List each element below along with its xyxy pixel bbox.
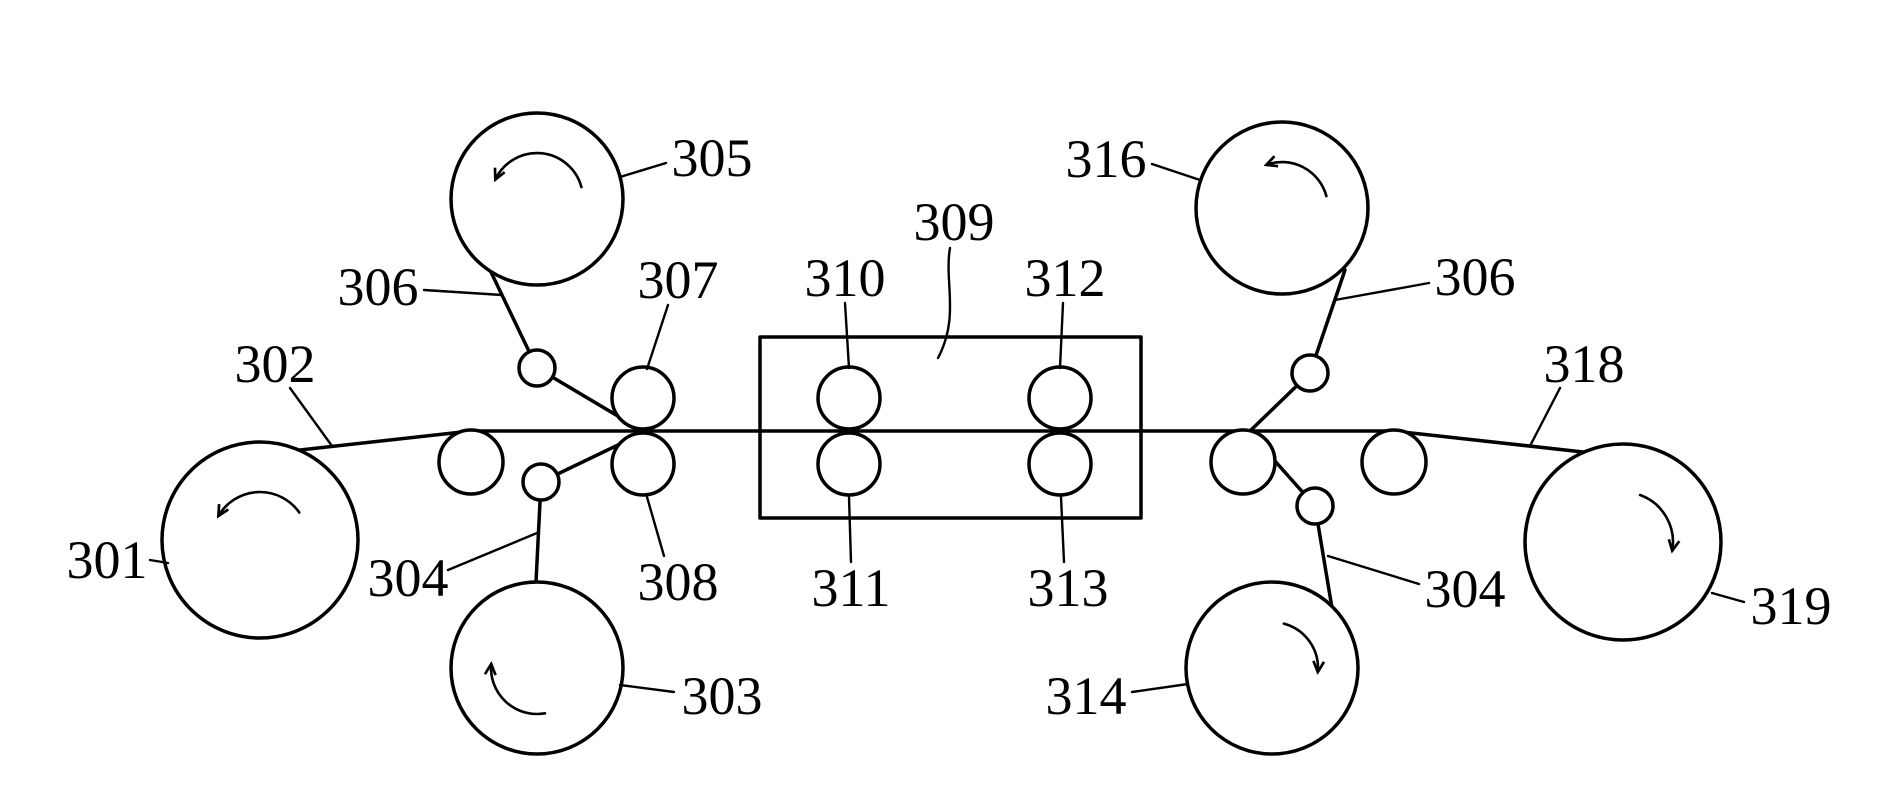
label-306-right: 306 bbox=[1435, 247, 1516, 307]
label-312: 312 bbox=[1025, 248, 1106, 308]
leader-312 bbox=[1058, 301, 1065, 370]
leader-316 bbox=[1150, 162, 1202, 182]
leader-302 bbox=[288, 386, 334, 448]
roll-301 bbox=[160, 440, 360, 640]
bend-roller-upper-right bbox=[1290, 353, 1330, 393]
roll-305 bbox=[449, 111, 625, 287]
leader-303 bbox=[618, 683, 676, 694]
nip-roller-307 bbox=[610, 365, 676, 431]
rotation-arrow-cw-319 bbox=[1638, 493, 1673, 551]
leader-305 bbox=[618, 161, 668, 179]
roll-319 bbox=[1523, 442, 1723, 642]
leader-304-left bbox=[446, 531, 539, 572]
label-319: 319 bbox=[1751, 576, 1832, 636]
label-306-left: 306 bbox=[338, 257, 419, 317]
bend-roller-upper-left bbox=[517, 348, 557, 388]
rollers bbox=[160, 111, 1723, 756]
leader-309 bbox=[936, 246, 952, 360]
leader-313 bbox=[1059, 495, 1066, 564]
label-310: 310 bbox=[805, 248, 886, 308]
label-307: 307 bbox=[638, 250, 719, 310]
main-web-line bbox=[298, 429, 1585, 454]
leader-311 bbox=[847, 495, 853, 564]
roll-316 bbox=[1194, 120, 1370, 296]
nip-roller-311 bbox=[816, 431, 882, 497]
reference-numerals: 301 302 303 304 304 305 306 306 307 308 … bbox=[67, 128, 1832, 726]
leader-318 bbox=[1528, 386, 1562, 448]
process-chamber-309-box bbox=[758, 335, 1143, 520]
leader-304-right bbox=[1326, 554, 1421, 586]
guide-roller-right-1 bbox=[1209, 428, 1277, 496]
leader-314 bbox=[1130, 682, 1190, 694]
label-303: 303 bbox=[682, 666, 763, 726]
label-318: 318 bbox=[1544, 334, 1625, 394]
label-302: 302 bbox=[235, 334, 316, 394]
roll-314 bbox=[1184, 580, 1360, 756]
leader-319 bbox=[1710, 591, 1746, 604]
rotation-arrows bbox=[218, 151, 1673, 716]
roll-303 bbox=[449, 580, 625, 756]
label-311: 311 bbox=[812, 558, 891, 618]
bend-roller-lower-left bbox=[521, 462, 561, 502]
leader-301 bbox=[148, 558, 170, 565]
leader-310 bbox=[843, 301, 851, 370]
guide-roller-left bbox=[437, 428, 505, 496]
label-305: 305 bbox=[672, 128, 753, 188]
rotation-arrow-ccw-301 bbox=[218, 490, 301, 516]
leader-307 bbox=[645, 303, 670, 371]
leader-lines bbox=[148, 161, 1746, 694]
nip-roller-310 bbox=[816, 365, 882, 431]
nip-roller-312 bbox=[1027, 365, 1093, 431]
leader-306-left bbox=[422, 288, 504, 297]
rotation-arrow-ccw-305 bbox=[495, 151, 583, 189]
label-308: 308 bbox=[638, 552, 719, 612]
label-301: 301 bbox=[67, 530, 148, 590]
label-309: 309 bbox=[914, 192, 995, 252]
nip-roller-313 bbox=[1027, 431, 1093, 497]
label-304-right: 304 bbox=[1425, 559, 1506, 619]
leader-308 bbox=[645, 495, 666, 558]
label-316: 316 bbox=[1066, 129, 1147, 189]
rotation-arrow-cw-303 bbox=[491, 664, 547, 716]
label-313: 313 bbox=[1028, 558, 1109, 618]
bend-roller-lower-right bbox=[1295, 486, 1335, 526]
guide-roller-right-2 bbox=[1360, 428, 1428, 496]
rotation-arrow-cw-314 bbox=[1282, 622, 1318, 672]
label-304-left: 304 bbox=[368, 548, 449, 608]
nip-roller-308 bbox=[610, 431, 676, 497]
leader-306-right bbox=[1333, 281, 1431, 302]
label-314: 314 bbox=[1046, 666, 1127, 726]
rotation-arrow-ccw-316 bbox=[1266, 162, 1328, 198]
